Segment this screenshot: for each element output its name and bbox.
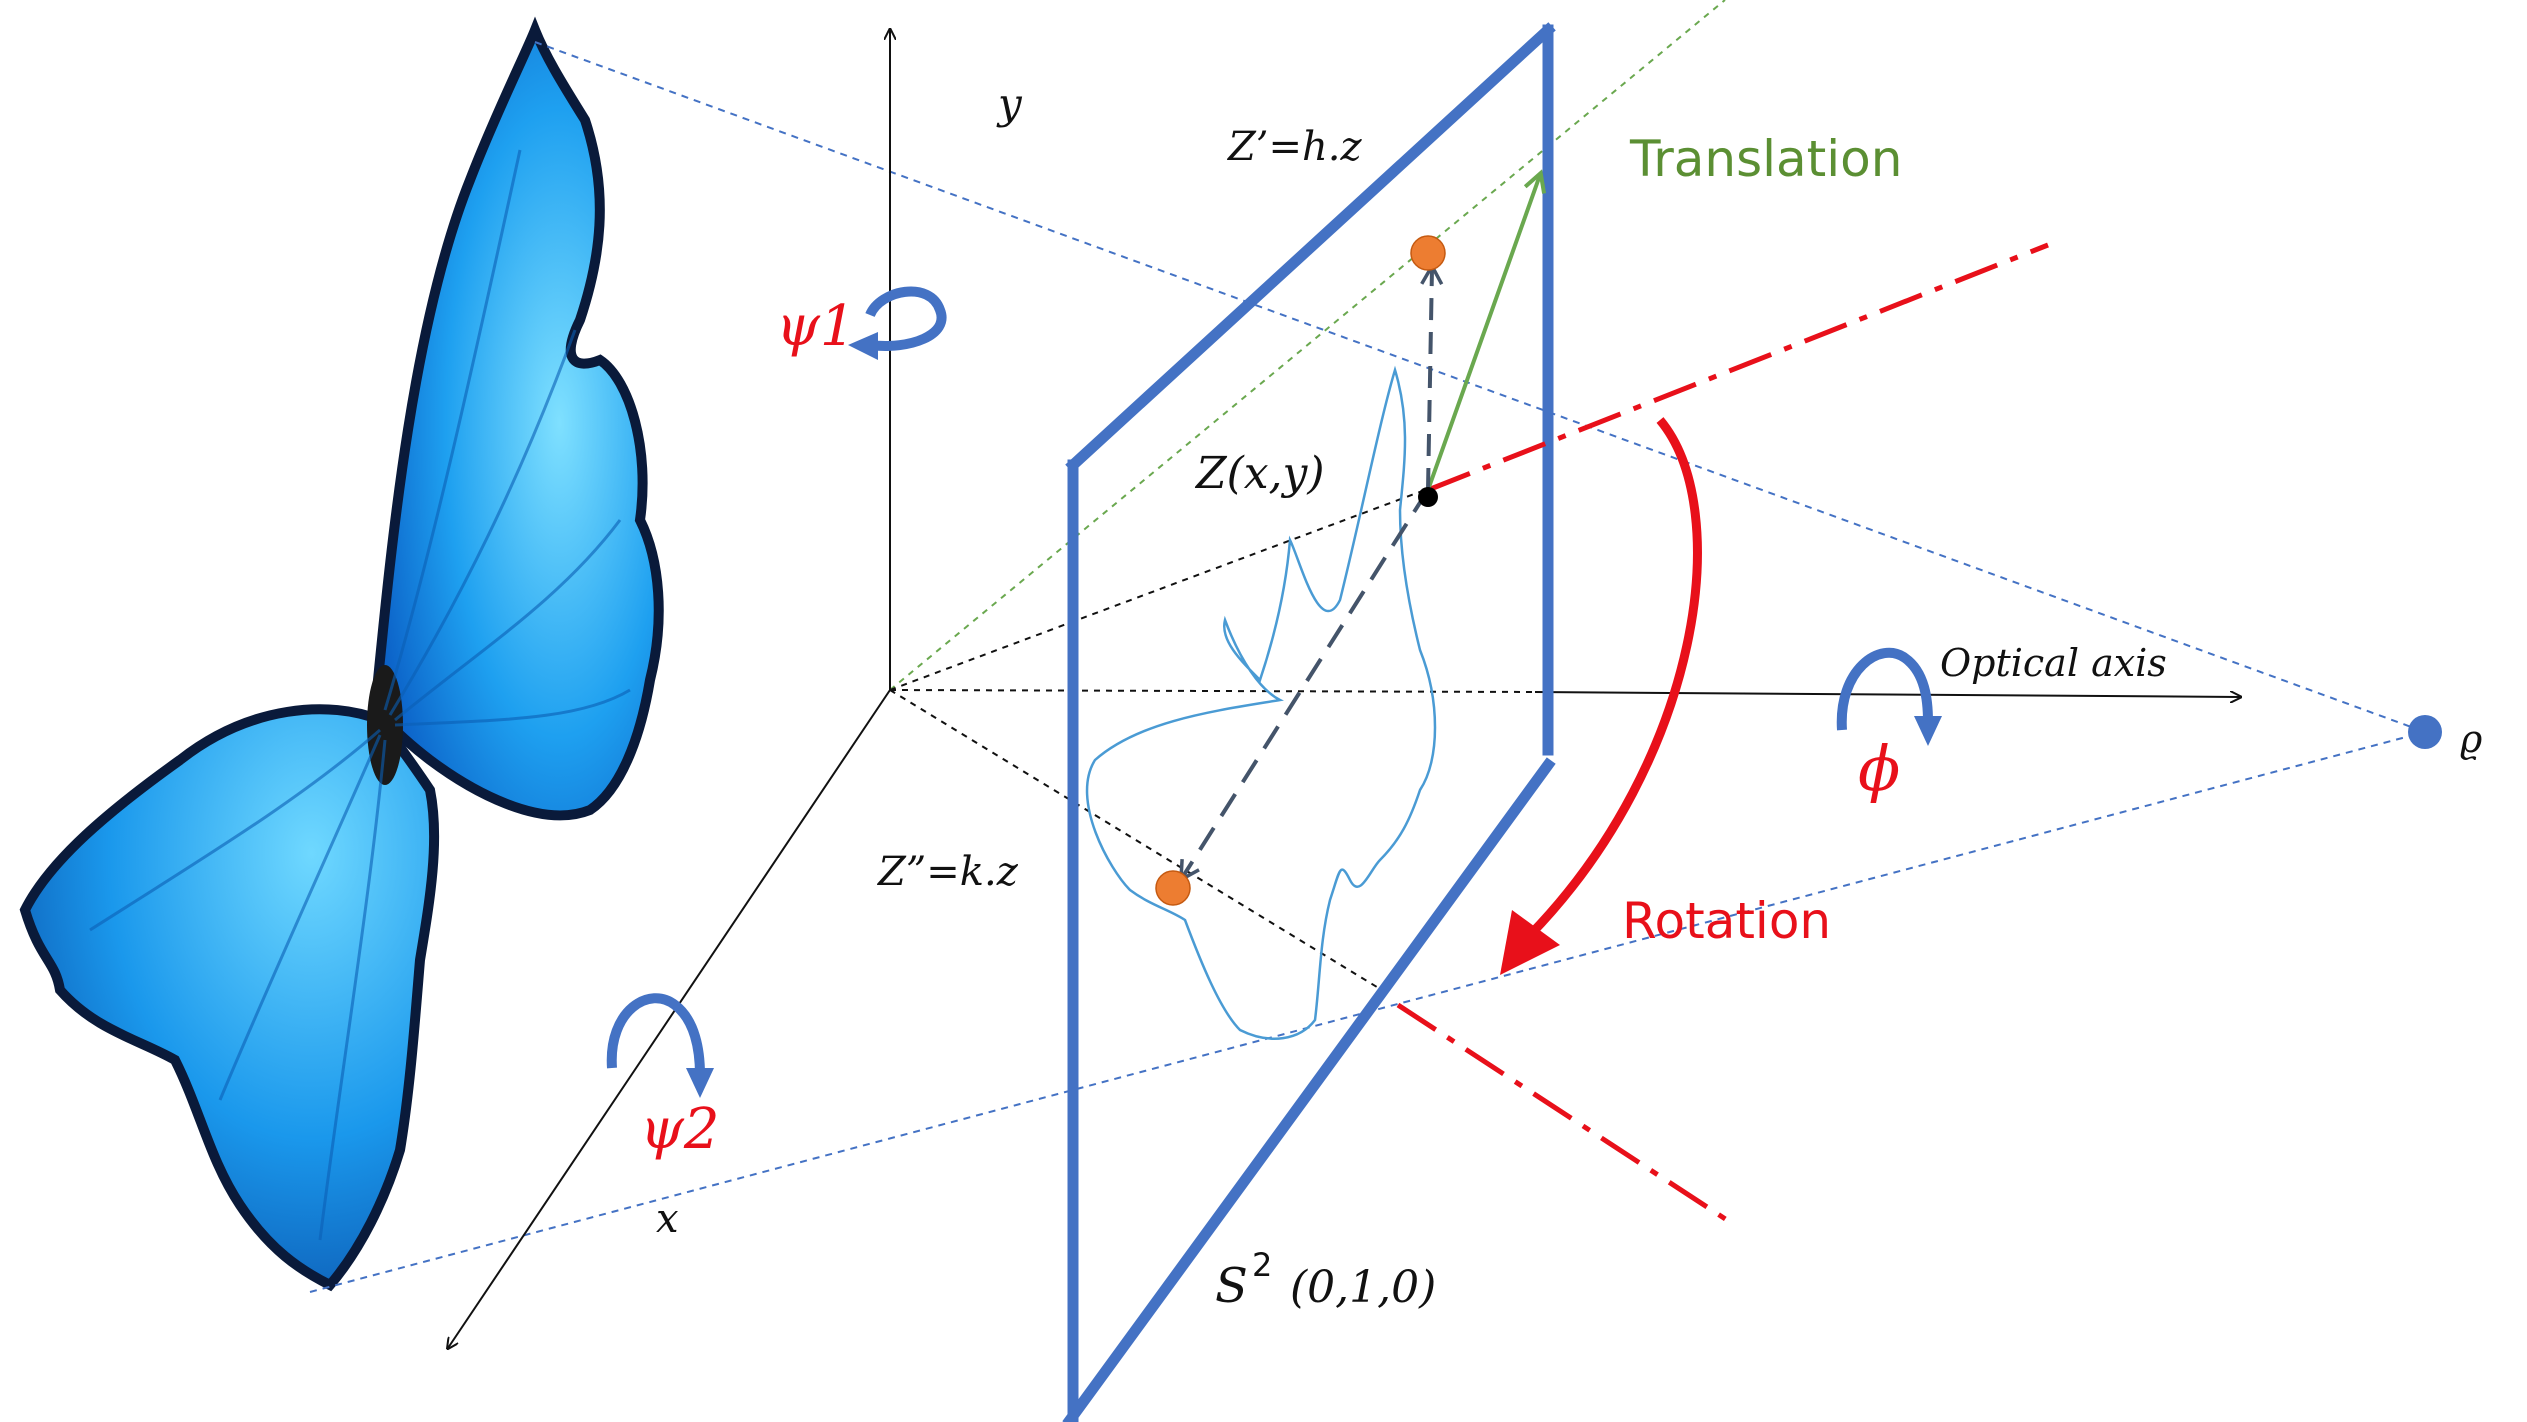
- point-z-prime: [1410, 235, 1446, 271]
- coordinate-axes: [448, 30, 2240, 1348]
- x-axis-label: x: [656, 1196, 679, 1242]
- psi2-rotation-icon: [606, 993, 714, 1098]
- rotation-label: Rotation: [1622, 892, 1831, 950]
- s2-label-exponent: 2: [1252, 1246, 1272, 1284]
- vector-to-z-prime: [1420, 262, 1444, 491]
- phi-label: ϕ: [1858, 732, 1900, 805]
- s2-label-base: S: [1215, 1258, 1248, 1314]
- rotation-axis-line: [1396, 242, 2049, 1225]
- psi1-rotation-icon: [848, 286, 947, 360]
- optical-axis-label: Optical axis: [1940, 641, 2167, 685]
- psi2-label: ψ2: [640, 1097, 720, 1162]
- y-axis-label: y: [996, 79, 1023, 128]
- point-z-double-prime: [1155, 870, 1191, 906]
- point-z-xy: [1418, 487, 1438, 507]
- vector-to-z-double-prime: [1178, 488, 1430, 883]
- rho-label: ϱ: [2460, 717, 2483, 761]
- x-axis-line: [448, 689, 891, 1348]
- image-plane: [1062, 22, 1556, 1422]
- z-double-prime-label: Z”=k.z: [876, 849, 1019, 895]
- translation-vector: [1426, 175, 1540, 491]
- butterfly-image: [19, 16, 664, 1292]
- butterfly-body: [367, 665, 403, 785]
- translation-label: Translation: [1629, 130, 1902, 188]
- s2-label-coordinates: (0,1,0): [1290, 1262, 1436, 1313]
- s2-label: S 2 (0,1,0): [1215, 1246, 1436, 1314]
- z-xy-label: Z(x,y): [1194, 448, 1325, 499]
- z-prime-label: Z’=h.z: [1226, 124, 1363, 170]
- butterfly-wing-veins: [89, 149, 631, 1241]
- optical-axis-line: [1534, 692, 2240, 697]
- butterfly-outline-projection: [1085, 365, 1437, 1040]
- point-rho: [2408, 715, 2442, 749]
- phi-rotation-icon: [1836, 647, 1942, 746]
- rotation-arrow: [1526, 417, 1702, 939]
- rotation-arrow-head: [1500, 910, 1560, 975]
- psi1-label: ψ1: [776, 294, 856, 359]
- butterfly-lower-wing: [19, 704, 440, 1292]
